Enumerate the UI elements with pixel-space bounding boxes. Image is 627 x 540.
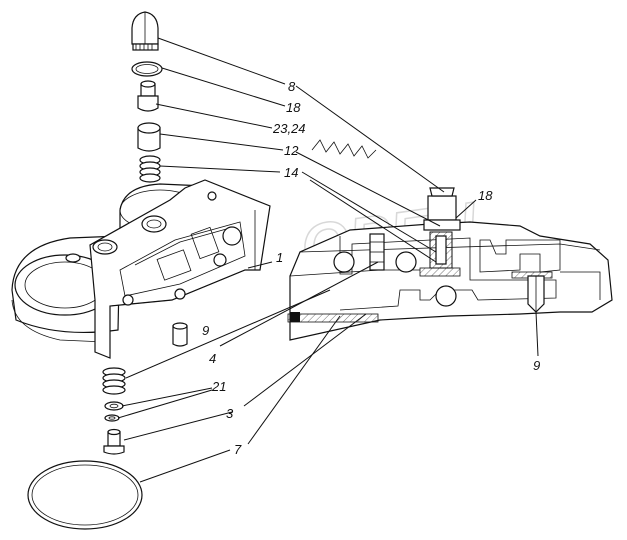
bushing-part-12	[137, 122, 161, 152]
valve-pin-part-3	[103, 428, 125, 455]
part-labels: 8 18 23,24 12 14 18 1 9 9 4 21 3 7	[202, 79, 540, 457]
valve-part-23-24	[137, 80, 159, 112]
label-18-top: 18	[286, 100, 301, 115]
plug-nut-part-8	[131, 11, 159, 51]
leader-lines	[117, 37, 539, 483]
spring-part-14	[139, 155, 161, 183]
housing-part-1	[11, 179, 271, 359]
label-4: 4	[209, 351, 216, 366]
washers-part-21	[104, 401, 124, 422]
label-23-24: 23,24	[272, 121, 306, 136]
label-18-right: 18	[478, 188, 493, 203]
label-9-right: 9	[533, 358, 540, 373]
label-7: 7	[234, 442, 242, 457]
o-ring-part-7	[27, 460, 143, 530]
label-14: 14	[284, 165, 298, 180]
label-8: 8	[288, 79, 296, 94]
label-1: 1	[276, 250, 283, 265]
label-3: 3	[226, 406, 234, 421]
housing-section-view	[287, 187, 613, 341]
label-9-left: 9	[202, 323, 209, 338]
watermark-gear-teeth	[311, 139, 377, 159]
sealing-ring-part-18	[131, 61, 163, 77]
spring-part-4	[102, 367, 126, 395]
label-21: 21	[211, 379, 226, 394]
pin-part-9	[172, 322, 188, 347]
label-12: 12	[284, 143, 299, 158]
